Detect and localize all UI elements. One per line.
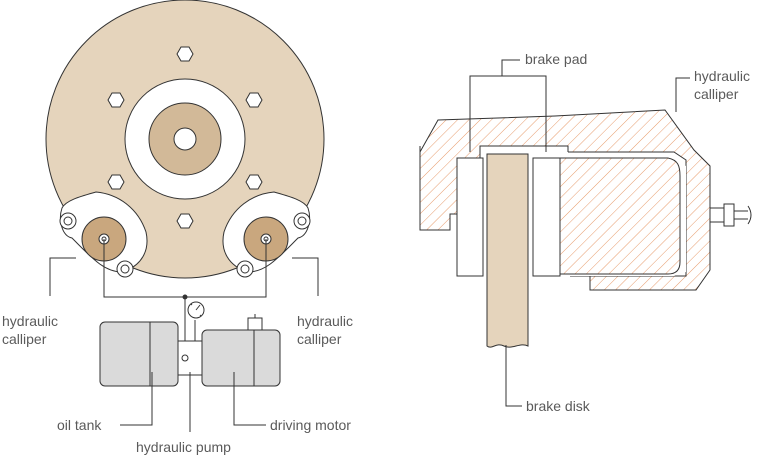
bolt-hex: [245, 92, 263, 108]
pressure-gauge: [187, 301, 205, 319]
disk-center-hole: [173, 127, 197, 151]
brake-pad-left: [456, 157, 484, 277]
hydraulic-pump-label: hydraulic pump: [136, 439, 231, 455]
right-hydraulic-calliper: [222, 191, 311, 278]
oil-tank-label: oil tank: [57, 417, 102, 433]
hydraulic-calliper-label-right: hydraulic calliper: [297, 313, 354, 347]
driving-motor: [201, 329, 281, 387]
leader-lines-right: [469, 59, 690, 407]
hydraulic-calliper-label-right-diagram: hydraulic calliper: [694, 68, 751, 102]
bolt-hex: [107, 92, 125, 108]
brake-disk-front-view: [45, 0, 325, 279]
bolt-hex: [176, 46, 194, 62]
calliper-cross-section: [419, 109, 752, 348]
brake-disk-section: [486, 153, 529, 348]
brake-pad-label: brake pad: [525, 51, 588, 67]
bolt-hex: [107, 174, 125, 190]
motor-terminal-box: [247, 317, 263, 331]
leader-lines-left: [49, 257, 319, 432]
bolt-hex: [176, 213, 194, 229]
driving-motor-label: driving motor: [270, 417, 351, 433]
brake-disk-label: brake disk: [526, 398, 590, 414]
brake-pad-right: [532, 157, 561, 277]
bolt-hex: [245, 174, 263, 190]
disk-bolts: [107, 46, 263, 229]
hydraulic-calliper-label-left: hydraulic calliper: [2, 313, 59, 347]
bleed-rod: [709, 207, 725, 223]
piston: [559, 157, 681, 275]
oil-tank: [99, 321, 179, 387]
